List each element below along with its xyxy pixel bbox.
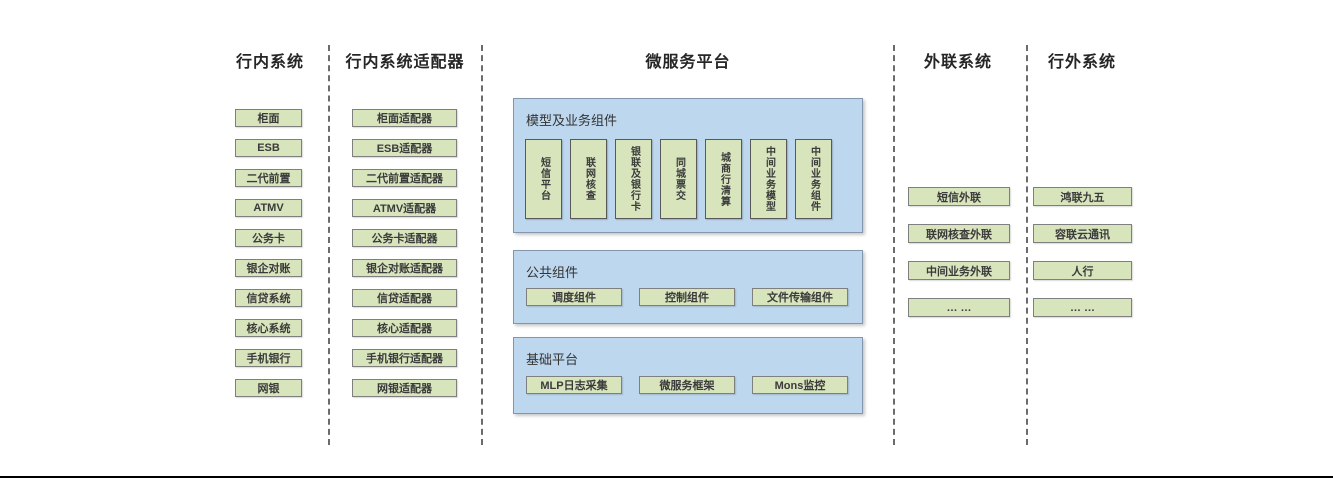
adapter-box: 核心适配器 [352, 319, 457, 337]
dashed-divider [1026, 45, 1028, 445]
model-components-row: 短信平台 联网核查 银联及银行卡 同城票交 城商行清算 中间业务模型 中间业务组… [525, 139, 832, 219]
outside-system-box: 容联云通讯 [1033, 224, 1132, 243]
adapter-box: 柜面适配器 [352, 109, 457, 127]
panel-title: 基础平台 [526, 352, 579, 367]
external-link-box: 中间业务外联 [908, 261, 1010, 280]
model-component-box: 同城票交 [660, 139, 697, 219]
model-component-label: 银联及银行卡 [628, 146, 640, 212]
internal-system-box: 柜面 [235, 109, 302, 127]
adapter-box: 二代前置适配器 [352, 169, 457, 187]
outside-system-box: 鸿联九五 [1033, 187, 1132, 206]
model-component-label: 中间业务组件 [808, 146, 820, 212]
adapter-box: 信贷适配器 [352, 289, 457, 307]
model-component-label: 联网核查 [583, 157, 595, 201]
external-link-box: 联网核查外联 [908, 224, 1010, 243]
model-component-label: 同城票交 [673, 157, 685, 201]
model-component-box: 联网核查 [570, 139, 607, 219]
common-component-box: 文件传输组件 [752, 288, 848, 306]
internal-system-box: 手机银行 [235, 349, 302, 367]
panel-title: 模型及业务组件 [526, 113, 618, 128]
base-platform-box: Mons监控 [752, 376, 848, 394]
outside-systems-column: 鸿联九五 容联云通讯 人行 … … [1033, 187, 1132, 317]
column-header-microservice-platform: 微服务平台 [645, 54, 731, 71]
internal-adapters-column: 柜面适配器 ESB适配器 二代前置适配器 ATMV适配器 公务卡适配器 银企对账… [352, 109, 457, 397]
model-component-box: 中间业务组件 [795, 139, 832, 219]
column-header-outside-systems: 行外系统 [1047, 54, 1116, 71]
model-component-label: 中间业务模型 [763, 146, 775, 212]
panel-model-business-components: 模型及业务组件 短信平台 联网核查 银联及银行卡 同城票交 城商行清算 中间业务… [513, 98, 863, 233]
adapter-box: 网银适配器 [352, 379, 457, 397]
external-link-box: 短信外联 [908, 187, 1010, 206]
adapter-box: ESB适配器 [352, 139, 457, 157]
internal-system-box: 二代前置 [235, 169, 302, 187]
model-component-label: 城商行清算 [718, 151, 730, 207]
adapter-box: ATMV适配器 [352, 199, 457, 217]
dashed-divider [481, 45, 483, 445]
panel-common-components: 公共组件 调度组件 控制组件 文件传输组件 [513, 250, 863, 324]
outside-system-box: … … [1033, 298, 1132, 317]
panel-title: 公共组件 [526, 265, 579, 280]
common-components-row: 调度组件 控制组件 文件传输组件 [526, 288, 848, 306]
base-platform-row: MLP日志采集 微服务框架 Mons监控 [526, 376, 848, 394]
model-component-box: 中间业务模型 [750, 139, 787, 219]
internal-system-box: 网银 [235, 379, 302, 397]
model-component-box: 城商行清算 [705, 139, 742, 219]
model-component-box: 短信平台 [525, 139, 562, 219]
internal-system-box: 银企对账 [235, 259, 302, 277]
internal-system-box: ATMV [235, 199, 302, 217]
column-header-external-link-systems: 外联系统 [923, 54, 992, 71]
internal-systems-column: 柜面 ESB 二代前置 ATMV 公务卡 银企对账 信贷系统 核心系统 手机银行… [235, 109, 302, 397]
base-platform-box: MLP日志采集 [526, 376, 622, 394]
external-link-systems-column: 短信外联 联网核查外联 中间业务外联 … … [908, 187, 1010, 317]
column-header-internal-systems: 行内系统 [235, 54, 304, 71]
adapter-box: 公务卡适配器 [352, 229, 457, 247]
common-component-box: 控制组件 [639, 288, 735, 306]
column-header-internal-adapters: 行内系统适配器 [345, 54, 465, 71]
dashed-divider [893, 45, 895, 445]
panel-base-platform: 基础平台 MLP日志采集 微服务框架 Mons监控 [513, 337, 863, 414]
internal-system-box: ESB [235, 139, 302, 157]
model-component-label: 短信平台 [538, 157, 550, 201]
adapter-box: 银企对账适配器 [352, 259, 457, 277]
common-component-box: 调度组件 [526, 288, 622, 306]
dashed-divider [328, 45, 330, 445]
base-platform-box: 微服务框架 [639, 376, 735, 394]
internal-system-box: 信贷系统 [235, 289, 302, 307]
bottom-rule [0, 476, 1333, 478]
internal-system-box: 核心系统 [235, 319, 302, 337]
outside-system-box: 人行 [1033, 261, 1132, 280]
external-link-box: … … [908, 298, 1010, 317]
internal-system-box: 公务卡 [235, 229, 302, 247]
model-component-box: 银联及银行卡 [615, 139, 652, 219]
adapter-box: 手机银行适配器 [352, 349, 457, 367]
